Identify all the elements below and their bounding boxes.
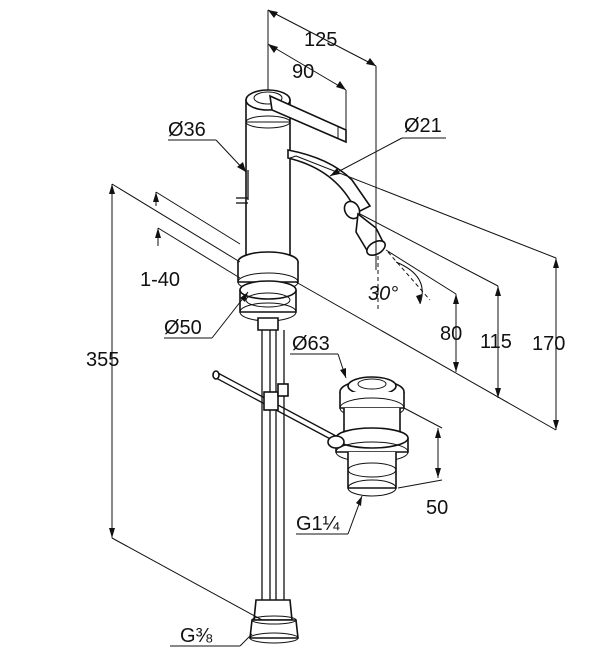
dim-diam63: Ø63	[292, 333, 330, 355]
dim-angle-30: 30°	[368, 283, 398, 305]
dim-80: 80	[440, 323, 462, 345]
thread-g3-8: G⅜	[180, 625, 213, 647]
dim-115: 115	[480, 331, 512, 353]
dim-diam50: Ø50	[164, 317, 202, 339]
supply-hoses	[249, 330, 299, 644]
dim-90: 90	[292, 61, 314, 83]
dim-50: 50	[426, 497, 448, 519]
thread-g1-1-4: G1¼	[296, 513, 340, 535]
dim-diam21: Ø21	[404, 115, 442, 137]
dim-1-40: 1-40	[140, 269, 180, 291]
popup-linkage-rod	[212, 370, 337, 443]
dimension-labels: 125 90 Ø36 Ø21 1-40 30° Ø50 80 115 170 3…	[86, 29, 565, 647]
dim-170: 170	[532, 333, 565, 355]
popup-waste-drain	[327, 376, 409, 497]
faucet-body	[236, 89, 386, 331]
dimension-lines	[109, 9, 559, 647]
dim-diam36: Ø36	[168, 119, 206, 141]
dim-125: 125	[304, 29, 337, 51]
dim-355: 355	[86, 349, 119, 371]
